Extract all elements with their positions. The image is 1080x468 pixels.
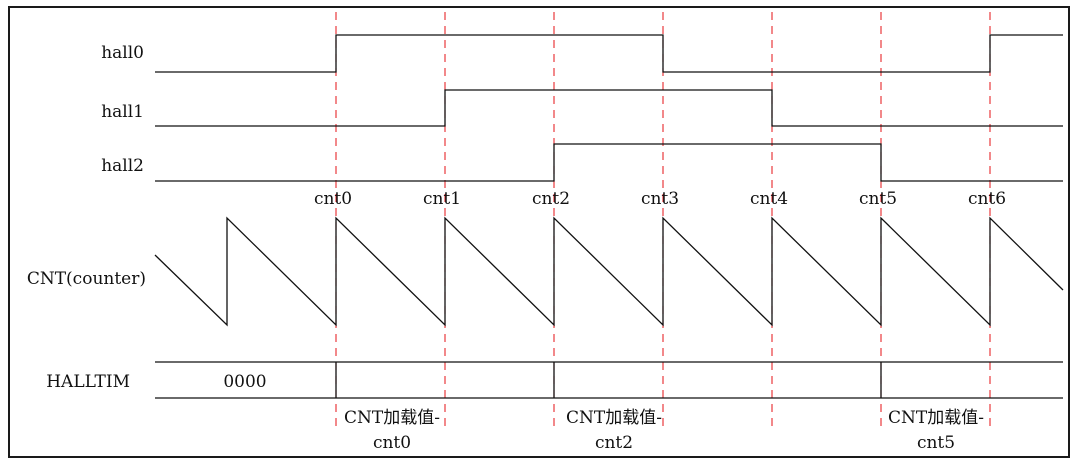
hall1-label: hall1 <box>101 102 144 122</box>
load-label-5-line1: CNT加载值- <box>888 408 984 428</box>
cnt-label: CNT(counter) <box>27 269 146 289</box>
cnt-mark-0: cnt0 <box>314 189 352 209</box>
halltim-label: HALLTIM <box>46 372 130 392</box>
diagram-frame <box>8 6 1070 458</box>
cnt-mark-4: cnt4 <box>750 189 788 209</box>
load-label-0-line1: CNT加载值- <box>344 408 440 428</box>
halltim-initial-value: 0000 <box>223 372 266 392</box>
cnt-marks: cnt0 cnt1 cnt2 cnt3 cnt4 cnt5 cnt6 <box>314 189 1006 209</box>
cnt-mark-6: cnt6 <box>968 189 1006 209</box>
cnt-mark-2: cnt2 <box>532 189 570 209</box>
load-label-2-line1: CNT加载值- <box>566 408 662 428</box>
hall0-label: hall0 <box>101 43 144 63</box>
cnt-sawtooth-waveform <box>154 216 1064 327</box>
halltim-bus <box>155 361 1063 399</box>
load-label-5-line2: cnt5 <box>917 433 955 453</box>
cnt-mark-5: cnt5 <box>859 189 897 209</box>
cnt-mark-1: cnt1 <box>423 189 461 209</box>
hall1-waveform <box>155 89 1063 127</box>
load-label-2-line2: cnt2 <box>595 433 633 453</box>
hall2-waveform <box>155 143 1063 182</box>
hall0-waveform <box>155 34 1063 73</box>
load-label-0-line2: cnt0 <box>373 433 411 453</box>
load-label-5: CNT加载值- cnt5 <box>888 408 984 453</box>
cnt-mark-3: cnt3 <box>641 189 679 209</box>
load-label-0: CNT加载值- cnt0 <box>344 408 440 453</box>
hall2-label: hall2 <box>101 156 144 176</box>
load-label-2: CNT加载值- cnt2 <box>566 408 662 453</box>
